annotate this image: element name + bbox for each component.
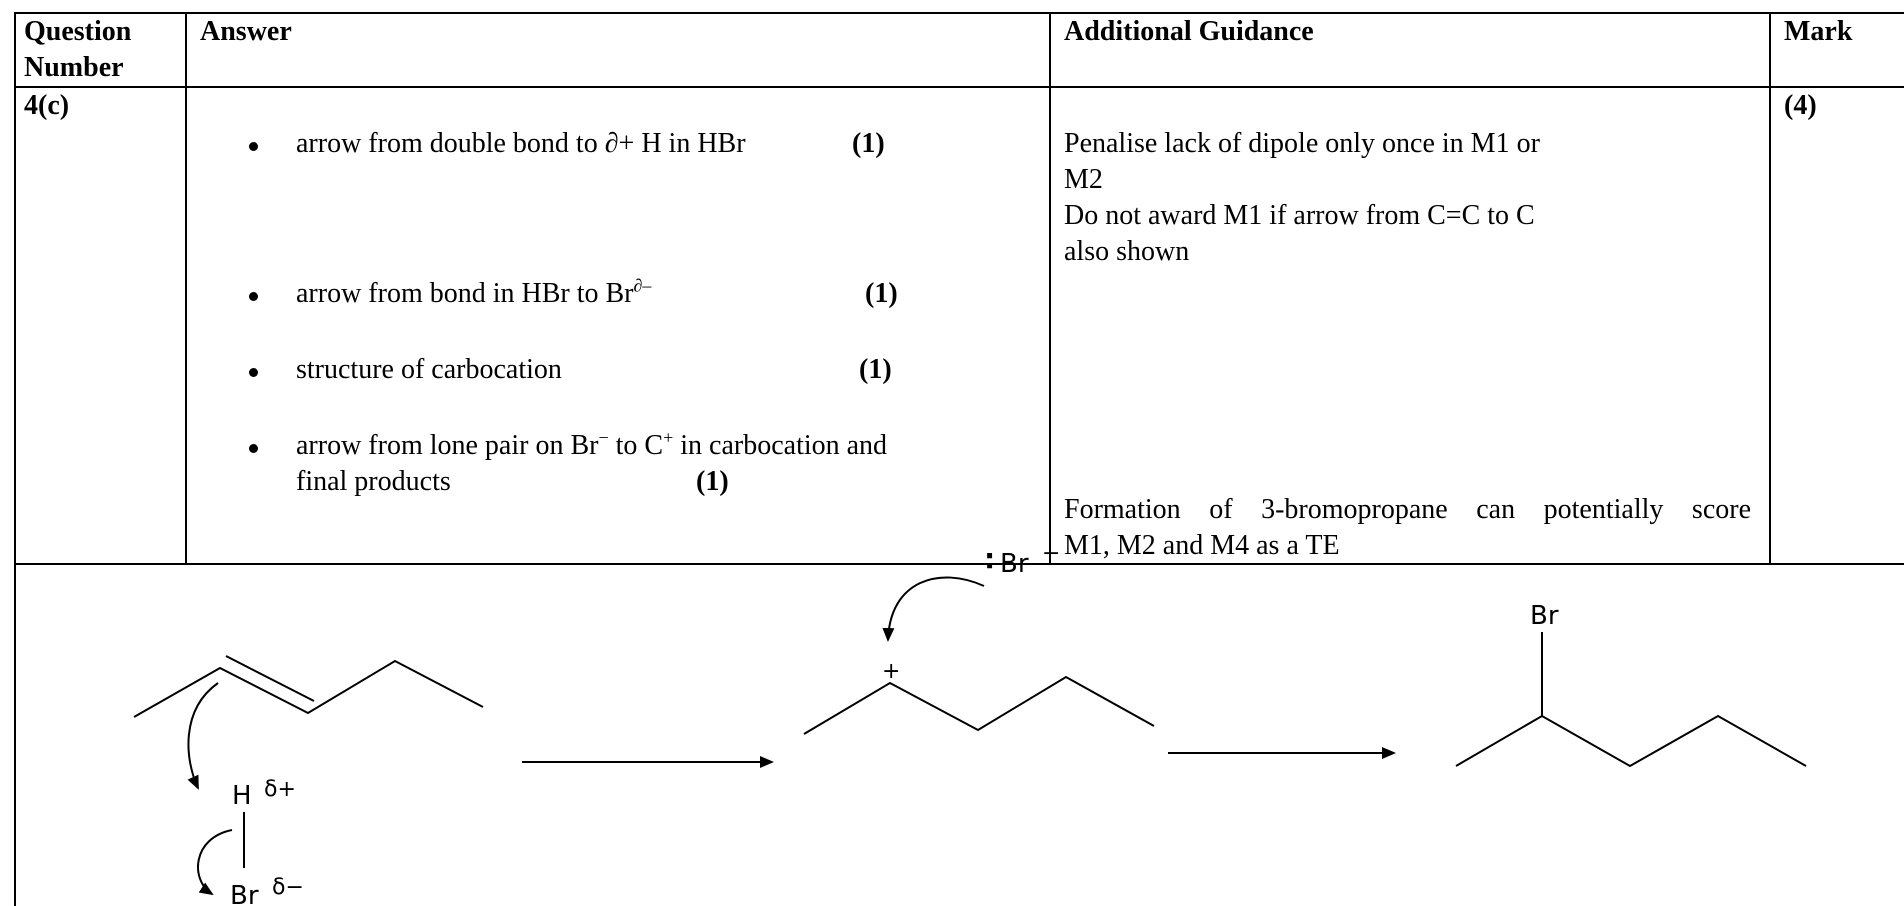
guidance-block-2: Formation of 3-bromopropane can potentia…	[1064, 492, 1751, 564]
alkene-skeleton	[133, 659, 484, 718]
column-divider-2	[1049, 12, 1051, 565]
alkene-double-bond	[225, 655, 315, 702]
carbocation-skeleton	[803, 675, 1155, 735]
answer-point-3-mark: (1)	[859, 354, 892, 385]
answer-point-3: structure of carbocation	[296, 352, 562, 388]
curly-arrow-pi-to-h	[187, 682, 219, 790]
answer-point-4-line1: arrow from lone pair on Br− to C+ in car…	[296, 427, 888, 461]
answer-point-2-sup: ∂–	[633, 275, 652, 296]
h-partial-charge: δ+	[264, 777, 296, 802]
product-skeleton	[1455, 714, 1807, 768]
total-mark: (4)	[1784, 90, 1817, 121]
guidance-line-5: Formation of 3-bromopropane can potentia…	[1064, 494, 1751, 525]
header-question-number-line1: Question	[24, 16, 132, 47]
column-divider-3	[1769, 12, 1771, 565]
mark-scheme-table: Question Number Answer Additional Guidan…	[14, 12, 1904, 565]
question-number: 4(c)	[24, 90, 70, 121]
header-question-number-line2: Number	[24, 52, 124, 83]
guidance-line-3: Do not award M1 if arrow from C=C to C	[1064, 200, 1535, 231]
br-partial-charge: δ−	[272, 875, 304, 900]
answer-point-2-mark: (1)	[865, 278, 898, 309]
table-left-border	[14, 12, 16, 565]
column-divider-1	[185, 12, 187, 565]
header-question-number: Question Number	[24, 14, 131, 86]
carbocation-charge: +	[882, 659, 900, 684]
answer-point-4-mark: (1)	[696, 466, 729, 497]
answer-point-1: arrow from double bond to ∂+ H in HBr	[296, 126, 746, 162]
header-additional-guidance: Additional Guidance	[1064, 16, 1314, 47]
guidance-line-1: Penalise lack of dipole only once in M1 …	[1064, 128, 1540, 159]
answer-point-4: arrow from lone pair on Br− to C+ in car…	[296, 428, 887, 500]
diagram-left-border	[14, 565, 16, 906]
br-atom-label: Br	[230, 881, 259, 906]
alkene-structure	[133, 655, 484, 718]
curly-arrow-bromide-to-carbocation	[882, 576, 985, 642]
answer-point-2-text: arrow from bond in HBr to Br	[296, 278, 634, 309]
header-bottom-border	[14, 86, 1904, 88]
product-br-label: Br	[1530, 601, 1559, 631]
answer-point-1-text: arrow from double bond to ∂+ H in HBr	[296, 128, 746, 159]
bullet-dot-1	[249, 142, 258, 151]
header-mark: Mark	[1784, 16, 1853, 47]
answer-point-1-mark: (1)	[852, 128, 885, 159]
guidance-block-1: Penalise lack of dipole only once in M1 …	[1064, 126, 1540, 270]
header-answer: Answer	[200, 16, 292, 47]
answer-point-3-text: structure of carbocation	[296, 354, 562, 385]
guidance-line-2: M2	[1064, 164, 1103, 195]
bullet-dot-2	[249, 292, 258, 301]
answer-point-4-line2: final products	[296, 466, 451, 497]
guidance-line-4: also shown	[1064, 236, 1190, 267]
table-top-border	[14, 12, 1904, 14]
guidance-line-6: M1, M2 and M4 as a TE	[1064, 530, 1340, 561]
curly-arrow-bond-to-br	[197, 829, 233, 896]
bullet-dot-3	[249, 368, 258, 377]
bullet-dot-4	[249, 444, 258, 453]
h-atom-label: H	[232, 781, 252, 811]
row-bottom-border	[14, 563, 1904, 565]
answer-point-2: arrow from bond in HBr to Br∂–	[296, 276, 651, 312]
